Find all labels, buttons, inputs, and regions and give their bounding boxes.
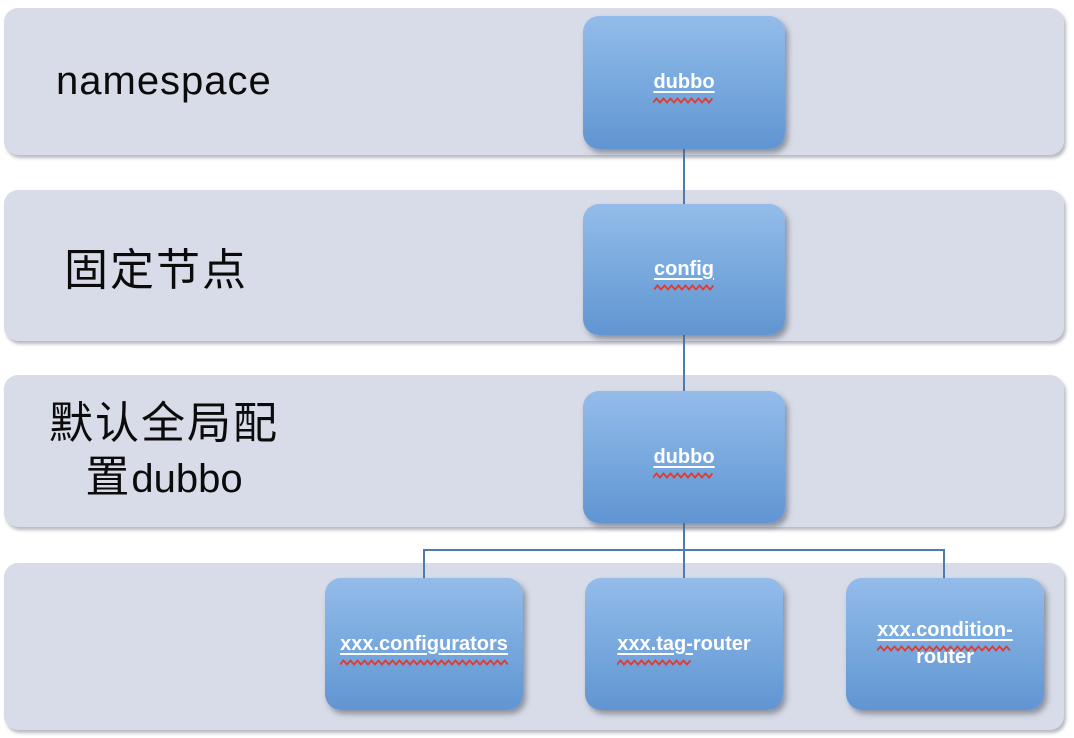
- spellcheck-squiggle-icon: [653, 471, 714, 479]
- band-fixed-node: 固定节点: [4, 190, 1064, 341]
- connector-bus-left-drop: [423, 549, 425, 579]
- node-tag-router: xxx.tag-router: [585, 578, 783, 710]
- band-label-line1: 默认全局配: [49, 398, 279, 448]
- band-namespace: namespace: [4, 8, 1064, 155]
- connector-children-bus: [423, 549, 945, 551]
- node-label-part: dubbo: [653, 444, 715, 479]
- band-label-fixed-node: 固定节点: [64, 245, 248, 295]
- node-label-line: router: [916, 644, 974, 671]
- node-label-line: config: [654, 256, 714, 291]
- spellcheck-squiggle-icon: [654, 284, 714, 291]
- band-label-default-global-config: 默认全局配 置dubbo: [14, 397, 314, 506]
- band-label-line2-cjk: 置: [85, 452, 132, 502]
- band-label-namespace: namespace: [56, 59, 272, 103]
- node-config: config: [583, 204, 785, 335]
- node-label-part: router: [916, 646, 974, 668]
- connector-dubbo-to-config: [683, 149, 685, 205]
- node-dubbo-config: dubbo: [583, 391, 785, 523]
- node-label-part: router: [692, 632, 751, 655]
- node-label-part: xxx.condition-: [877, 617, 1013, 652]
- node-dubbo-root: dubbo: [583, 16, 785, 149]
- band-default-global-config: 默认全局配 置dubbo: [4, 375, 1064, 527]
- node-label-part: xxx.configurators: [340, 631, 509, 666]
- connector-bus-right-drop: [943, 549, 945, 579]
- node-condition-router: xxx.condition-router: [846, 578, 1044, 710]
- node-label-part: dubbo: [653, 69, 715, 104]
- node-label-line: xxx.configurators: [340, 631, 509, 666]
- node-label-part: xxx.tag-: [617, 631, 693, 666]
- spellcheck-squiggle-icon: [653, 97, 714, 104]
- node-label-part: config: [654, 256, 714, 291]
- node-label-line: dubbo: [653, 444, 715, 479]
- connector-config-to-dubbo: [683, 334, 685, 392]
- spellcheck-squiggle-icon: [617, 658, 692, 666]
- spellcheck-squiggle-icon: [340, 658, 509, 666]
- band-label-line2-latin: dubbo: [131, 456, 243, 501]
- node-label-line: xxx.tag-router: [617, 631, 751, 666]
- node-label-line: xxx.condition-: [877, 617, 1013, 652]
- node-label-line: dubbo: [653, 69, 715, 104]
- node-configurators: xxx.configurators: [325, 578, 523, 710]
